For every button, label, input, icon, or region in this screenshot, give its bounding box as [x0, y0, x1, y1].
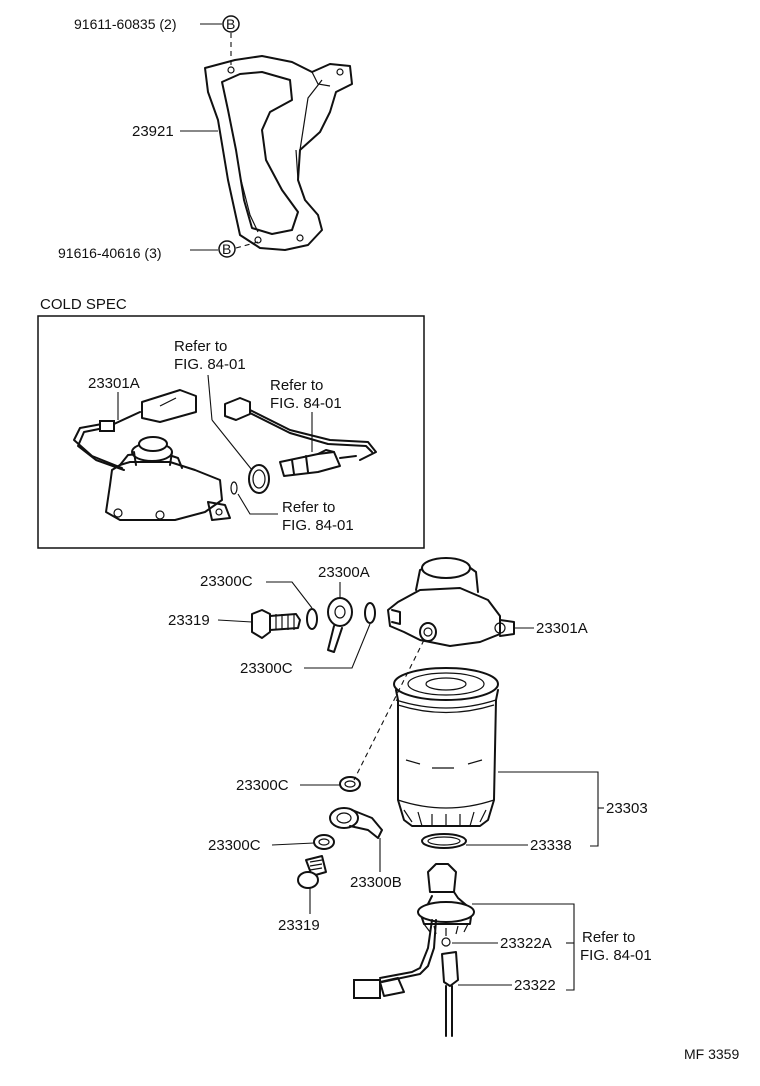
- cs-refer-3b: FIG. 84-01: [282, 517, 354, 534]
- filter-housing: [387, 557, 515, 647]
- gasket-top-label: 23300C: [200, 573, 253, 590]
- cs-heater-label: 23301A: [88, 375, 140, 392]
- refer-b-label: FIG. 84-01: [580, 947, 652, 964]
- bolt-callout-bottom: 91616-40616 (3) B: [58, 240, 259, 261]
- cold-spec-title: COLD SPEC: [40, 296, 127, 313]
- o-ring-label: 23338: [530, 837, 572, 854]
- cold-spec-sensor: [224, 397, 377, 495]
- switch-gasket-label: 23322A: [500, 935, 552, 952]
- sensor-switch: [353, 863, 475, 1037]
- o-ring: [421, 833, 467, 849]
- hose-top-label: 23300A: [318, 564, 370, 581]
- gasket-lower-2-label: 23300C: [208, 837, 261, 854]
- bracket-label: 23921: [132, 123, 174, 140]
- union-bolt-top: [251, 602, 376, 639]
- callout-b-icon: [222, 15, 240, 33]
- main-leaders: 23300C 23319 23300A 23300C 23301A 23303 …: [168, 564, 652, 994]
- gasket-mid-label: 23300C: [240, 660, 293, 677]
- refer-a-label: Refer to: [582, 929, 635, 946]
- hose-top: [327, 597, 353, 653]
- union-bolt-top-label: 23319: [168, 612, 210, 629]
- union-bolt-bottom-label: 23319: [278, 917, 320, 934]
- lower-fittings: [297, 776, 383, 889]
- dashed-route: [353, 639, 425, 781]
- fuel-filter: [393, 667, 499, 827]
- bracket-label-group: 23921: [132, 123, 218, 140]
- callout-b-icon: [218, 240, 236, 258]
- cs-refer-1b: FIG. 84-01: [174, 356, 246, 373]
- switch-label: 23322: [514, 977, 556, 994]
- cold-spec-heater: [73, 389, 231, 521]
- figure-id: MF 3359: [684, 1046, 739, 1062]
- cs-refer-3a: Refer to: [282, 499, 335, 516]
- bracket-23921: [204, 55, 353, 251]
- cs-refer-1a: Refer to: [174, 338, 227, 355]
- cs-refer-2a: Refer to: [270, 377, 323, 394]
- bolt-bottom-label: 91616-40616 (3): [58, 245, 162, 261]
- cs-refer-2b: FIG. 84-01: [270, 395, 342, 412]
- bolt-callout-top: 91611-60835 (2) B: [74, 15, 240, 68]
- bolt-top-label: 91611-60835 (2): [74, 16, 176, 32]
- cold-spec-box: [37, 315, 425, 549]
- cold-spec-leaders: 23301A Refer to FIG. 84-01 Refer to FIG.…: [88, 338, 354, 534]
- gasket-lower-1-label: 23300C: [236, 777, 289, 794]
- housing-label: 23301A: [536, 620, 588, 637]
- svg-text:B: B: [226, 16, 235, 32]
- filter-label: 23303: [606, 800, 648, 817]
- svg-text:B: B: [222, 241, 231, 257]
- hose-bottom-label: 23300B: [350, 874, 402, 891]
